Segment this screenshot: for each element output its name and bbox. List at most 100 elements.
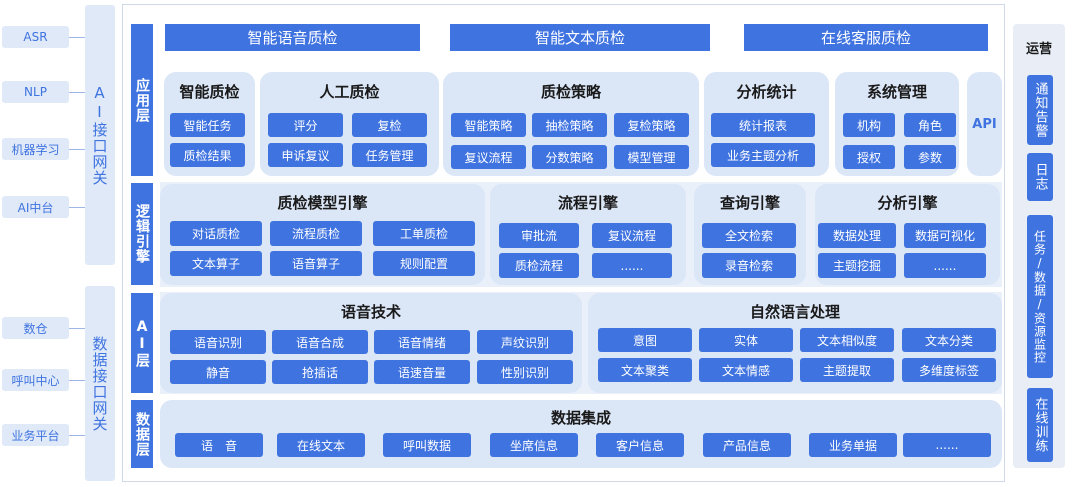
logic-item: 质检流程 <box>499 253 579 278</box>
main-frame <box>122 4 1005 482</box>
app-item: 机构 <box>843 113 895 137</box>
ai-item: 实体 <box>699 328 793 352</box>
ai-item: 抢插话 <box>272 360 368 384</box>
connector-line <box>69 92 85 93</box>
layer-label-ai: AI层 <box>131 293 153 393</box>
app-item: 评分 <box>268 113 343 137</box>
app-item: 分数策略 <box>532 145 607 169</box>
ai-item: 多维度标签 <box>902 358 996 382</box>
ai-item: 性别识别 <box>477 360 573 384</box>
logic-item: 全文检索 <box>702 223 796 248</box>
connector-line <box>69 435 85 436</box>
top-bar-text-qc: 智能文本质检 <box>450 24 710 51</box>
ai-item: 主题提取 <box>800 358 894 382</box>
logic-item: 复议流程 <box>592 223 672 248</box>
logic-item: ...... <box>904 253 986 278</box>
ops-item-alert: 通知告警 <box>1027 75 1053 145</box>
left-item-business-platform: 业务平台 <box>2 424 69 446</box>
connector-line <box>69 149 85 150</box>
layer-label-logic: 逻辑引擎 <box>131 183 153 285</box>
ai-gateway: AI接口网关 <box>85 5 115 265</box>
card-smart-qc-title: 智能质检 <box>179 83 240 101</box>
layer-label-app: 应用层 <box>131 24 153 176</box>
connector-line <box>69 207 85 208</box>
card-speech-title: 语音技术 <box>340 303 401 321</box>
app-item: 智能策略 <box>451 113 526 137</box>
left-item-ai-platform: AI中台 <box>2 196 69 218</box>
app-item: 复检策略 <box>614 113 689 137</box>
card-analysis-engine-title: 分析引擎 <box>877 194 938 212</box>
card-data-integration-title: 数据集成 <box>550 409 611 427</box>
ai-item: 语音识别 <box>170 330 266 354</box>
data-gateway: 数据接口网关 <box>85 286 115 481</box>
logic-item: 文本算子 <box>170 251 262 276</box>
card-model-engine-title: 质检模型引擎 <box>277 194 368 212</box>
ai-item: 声纹识别 <box>477 330 573 354</box>
logic-item: 规则配置 <box>373 251 475 276</box>
app-item: 智能任务 <box>170 113 245 137</box>
card-analytics-title: 分析统计 <box>736 83 797 101</box>
data-gateway-label: 数据接口网关 <box>90 335 109 432</box>
app-item: 统计报表 <box>711 113 815 137</box>
card-flow-engine-title: 流程引擎 <box>557 194 618 212</box>
ai-item: 文本分类 <box>902 328 996 352</box>
ai-item: 意图 <box>598 328 692 352</box>
card-system-title: 系统管理 <box>866 83 927 101</box>
logic-item: 语音算子 <box>270 251 362 276</box>
logic-item: 录音检索 <box>702 253 796 278</box>
card-query-engine-title: 查询引擎 <box>719 194 780 212</box>
data-item: 语 音 <box>175 433 263 457</box>
data-item: 产品信息 <box>703 433 791 457</box>
logic-item: 对话质检 <box>170 221 262 246</box>
app-item: 抽检策略 <box>532 113 607 137</box>
app-item: 复检 <box>352 113 427 137</box>
ops-item-training: 在线训练 <box>1027 388 1053 462</box>
connector-line <box>69 380 85 381</box>
data-item: 客户信息 <box>596 433 684 457</box>
top-bar-voice-qc: 智能语音质检 <box>165 24 420 51</box>
app-item: 质检结果 <box>170 143 245 167</box>
data-item: ...... <box>903 433 991 457</box>
logic-item: 流程质检 <box>270 221 362 246</box>
left-item-call-center: 呼叫中心 <box>2 369 69 391</box>
app-item: 复议流程 <box>451 145 526 169</box>
logic-item: 主题挖掘 <box>818 253 896 278</box>
app-item: 任务管理 <box>352 143 427 167</box>
data-item: 呼叫数据 <box>383 433 471 457</box>
ai-item: 语音情绪 <box>374 330 470 354</box>
ops-item-monitor: 任务/数据/资源监控 <box>1027 215 1053 378</box>
logic-item: 审批流 <box>499 223 579 248</box>
card-strategy-title: 质检策略 <box>540 83 601 101</box>
ops-title: 运营 <box>1025 42 1052 57</box>
data-item: 坐席信息 <box>490 433 578 457</box>
ai-item: 文本聚类 <box>598 358 692 382</box>
left-item-ml: 机器学习 <box>2 138 69 160</box>
logic-item: ...... <box>592 253 672 278</box>
layer-label-data: 数据层 <box>131 400 153 468</box>
ai-item: 静音 <box>170 360 266 384</box>
app-item: 申诉复议 <box>268 143 343 167</box>
app-item: 授权 <box>843 145 895 169</box>
connector-line <box>69 328 85 329</box>
ops-item-log: 日志 <box>1027 153 1053 201</box>
app-item: 业务主题分析 <box>711 143 815 167</box>
card-manual-qc-title: 人工质检 <box>319 83 380 101</box>
logic-item: 数据可视化 <box>904 223 986 248</box>
left-item-warehouse: 数仓 <box>2 317 69 339</box>
app-item: 参数 <box>904 145 956 169</box>
data-item: 业务单据 <box>809 433 897 457</box>
card-nlp-title: 自然语言处理 <box>749 303 840 321</box>
logic-item: 工单质检 <box>373 221 475 246</box>
ai-item: 文本相似度 <box>800 328 894 352</box>
app-item: 模型管理 <box>614 145 689 169</box>
ai-item: 文本情感 <box>699 358 793 382</box>
card-api: API <box>967 72 1002 176</box>
connector-line <box>69 37 85 38</box>
left-item-asr: ASR <box>2 26 69 48</box>
logic-item: 数据处理 <box>818 223 896 248</box>
ai-gateway-label: AI接口网关 <box>90 84 109 186</box>
ai-item: 语速音量 <box>374 360 470 384</box>
ai-item: 语音合成 <box>272 330 368 354</box>
app-item: 角色 <box>904 113 956 137</box>
top-bar-online-qc: 在线客服质检 <box>744 24 988 51</box>
